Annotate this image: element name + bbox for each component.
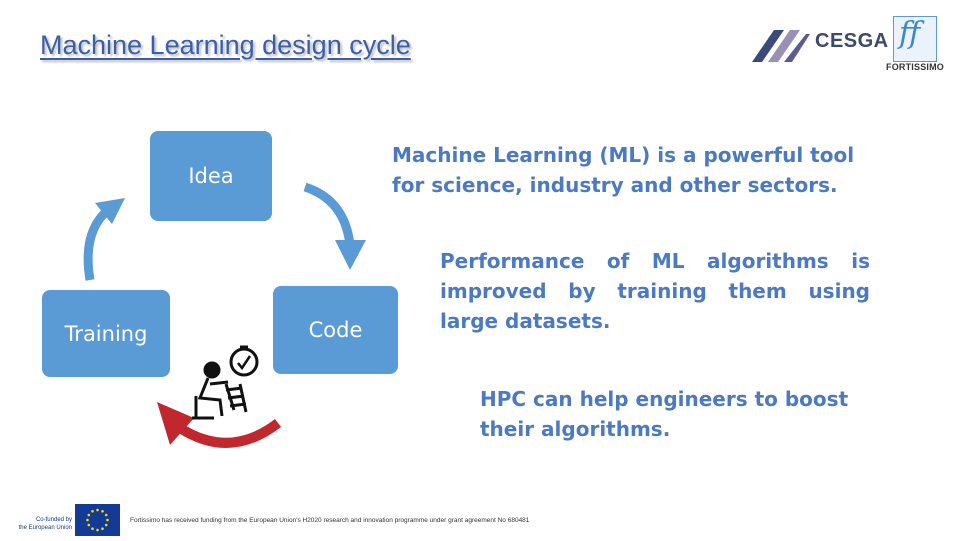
cycle-box-code: Code xyxy=(273,286,398,374)
fortissimo-logo-icon xyxy=(893,16,937,62)
eu-flag-icon xyxy=(75,504,120,536)
eu-cofunded-label: Co-funded by the European Union xyxy=(2,516,72,533)
fortissimo-logo-mark: ff xyxy=(899,16,921,51)
engineer-at-desk-icon xyxy=(192,361,248,420)
arrow-training-to-idea-icon xyxy=(83,198,125,281)
text-ml-powerful-tool: Machine Learning (ML) is a powerful tool… xyxy=(392,143,855,197)
cesga-logo-text: CESGA xyxy=(815,30,889,52)
arrow-code-to-training-icon xyxy=(157,402,282,448)
text-hpc-help: HPC can help engineers to boost their al… xyxy=(480,387,849,441)
arrow-idea-to-code-icon xyxy=(303,182,366,270)
cycle-box-idea: Idea xyxy=(150,131,272,221)
fortissimo-logo-text: FORTISSIMO xyxy=(886,62,944,72)
page-title: Machine Learning design cycle xyxy=(40,30,411,60)
eu-label-line2: the European Union xyxy=(18,525,72,532)
cycle-box-training: Training xyxy=(42,290,170,377)
text-ml-performance: Performance of ML algorithms is improved… xyxy=(440,249,870,333)
funding-statement: Fortissimo has received funding from the… xyxy=(130,517,530,524)
cesga-logo-icon xyxy=(752,30,810,62)
eu-label-line1: Co-funded by xyxy=(35,517,72,523)
clock-icon xyxy=(229,345,259,377)
